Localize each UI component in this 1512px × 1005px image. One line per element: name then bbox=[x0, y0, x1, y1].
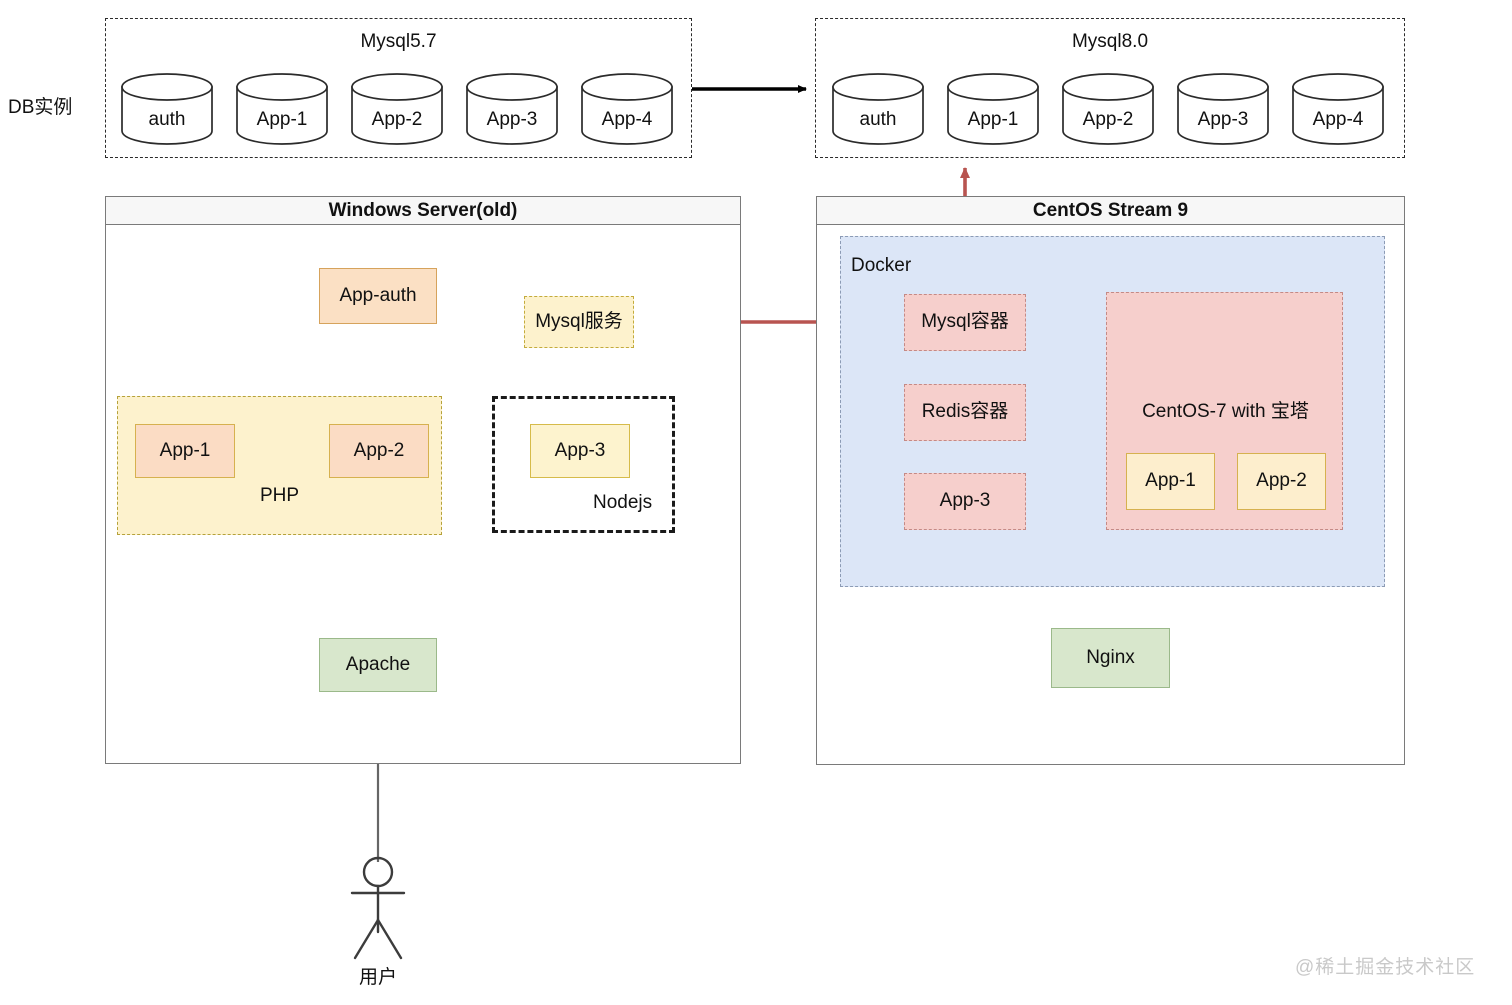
user-actor-icon bbox=[350, 856, 406, 960]
centos-stream-title: CentOS Stream 9 bbox=[817, 197, 1404, 225]
mysql-service-node[interactable]: Mysql服务 bbox=[524, 296, 634, 348]
db-label: auth bbox=[859, 109, 897, 130]
db-group-title: Mysql5.7 bbox=[360, 31, 437, 52]
database-cylinder-auth[interactable]: auth bbox=[120, 73, 214, 145]
db-label: App-3 bbox=[486, 109, 538, 130]
database-cylinder-app4-new[interactable]: App-4 bbox=[1291, 73, 1385, 145]
mysql-container-node[interactable]: Mysql容器 bbox=[904, 294, 1026, 351]
nodejs-zone-label: Nodejs bbox=[593, 492, 653, 513]
database-cylinder-app4[interactable]: App-4 bbox=[580, 73, 674, 145]
app-auth-node[interactable]: App-auth bbox=[319, 268, 437, 324]
db-group-mysql80: Mysql8.0 bbox=[815, 18, 1405, 158]
watermark: @稀土掘金技术社区 bbox=[1295, 957, 1476, 978]
php-zone-label: PHP bbox=[260, 485, 300, 506]
db-group-title: Mysql8.0 bbox=[1071, 31, 1149, 52]
db-label: App-1 bbox=[256, 109, 308, 130]
php-app-1-node[interactable]: App-1 bbox=[135, 424, 235, 478]
user-actor-label: 用户 bbox=[358, 967, 397, 988]
windows-server-title: Windows Server(old) bbox=[106, 197, 740, 225]
database-cylinder-app3[interactable]: App-3 bbox=[465, 73, 559, 145]
database-cylinder-app1-new[interactable]: App-1 bbox=[946, 73, 1040, 145]
nginx-node[interactable]: Nginx bbox=[1051, 628, 1170, 688]
apache-node[interactable]: Apache bbox=[319, 638, 437, 692]
db-label: App-3 bbox=[1197, 109, 1249, 130]
database-cylinder-app2-new[interactable]: App-2 bbox=[1061, 73, 1155, 145]
database-cylinder-auth-new[interactable]: auth bbox=[831, 73, 925, 145]
nodejs-app-3-node[interactable]: App-3 bbox=[530, 424, 630, 478]
database-cylinder-app1[interactable]: App-1 bbox=[235, 73, 329, 145]
db-label: App-2 bbox=[1082, 109, 1134, 130]
db-group-mysql57: Mysql5.7 bbox=[105, 18, 692, 158]
redis-container-node[interactable]: Redis容器 bbox=[904, 384, 1026, 441]
php-app-2-node[interactable]: App-2 bbox=[329, 424, 429, 478]
nodejs-zone: Nodejs bbox=[492, 396, 675, 533]
database-cylinder-app2[interactable]: App-2 bbox=[350, 73, 444, 145]
database-cylinder-app3-new[interactable]: App-3 bbox=[1176, 73, 1270, 145]
db-label: App-2 bbox=[371, 109, 423, 130]
centos7-app-2-node[interactable]: App-2 bbox=[1237, 453, 1326, 510]
docker-zone-label: Docker bbox=[851, 255, 912, 276]
centos7-baota-label: CentOS-7 with 宝塔 bbox=[1142, 401, 1309, 422]
app3-container-node[interactable]: App-3 bbox=[904, 473, 1026, 530]
db-label: App-4 bbox=[601, 109, 653, 130]
db-label: App-1 bbox=[967, 109, 1019, 130]
db-instance-side-label: DB实例 bbox=[8, 97, 73, 118]
db-label: auth bbox=[148, 109, 186, 130]
db-label: App-4 bbox=[1312, 109, 1364, 130]
centos7-app-1-node[interactable]: App-1 bbox=[1126, 453, 1215, 510]
